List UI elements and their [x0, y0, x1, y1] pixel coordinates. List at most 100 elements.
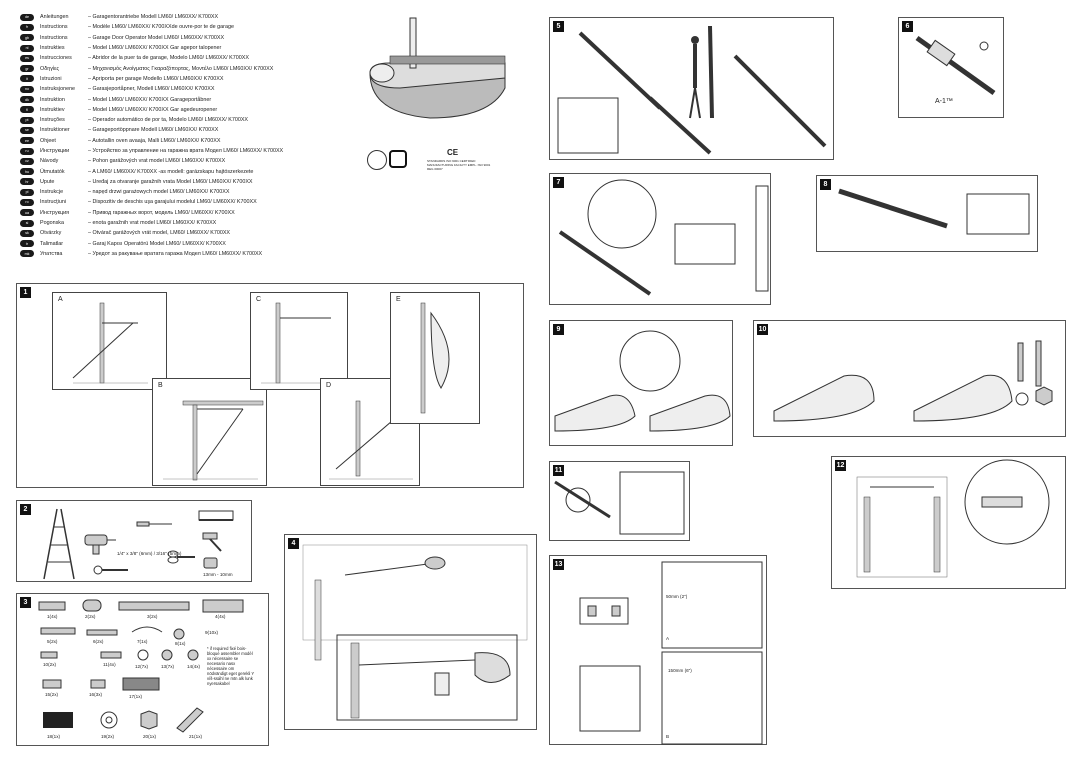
language-name: Instruktion — [40, 96, 65, 103]
flag-icon: fr — [20, 23, 34, 31]
language-name: Инструкции — [40, 148, 70, 154]
part-label: 21(1x) — [189, 734, 203, 739]
language-name: Instruktiev — [40, 106, 65, 113]
part-label: 6(2x) — [93, 639, 104, 644]
sub-label-b: B — [666, 734, 670, 739]
language-description: – Garaj Kapısı Operatörü Model LM60/ LM6… — [88, 240, 226, 247]
part-label: 15(2x) — [45, 692, 59, 697]
figure-number: 13 — [553, 559, 564, 570]
trolley-label: A-1™ — [935, 98, 953, 105]
language-description: – Model LM60/ LM60XX/ K700XX Gar agedeur… — [88, 106, 218, 113]
hacksaw-icon — [198, 510, 234, 521]
flag-icon: de — [20, 13, 34, 21]
language-name: Pogonska — [40, 220, 64, 227]
figure-1e: E — [390, 292, 480, 424]
flag-icon: gr — [20, 65, 34, 73]
flag-icon: gb — [20, 34, 34, 42]
door-brace-drawing — [163, 400, 264, 481]
sub-label: D — [326, 382, 332, 389]
figure-8-panel: 8 — [816, 175, 1038, 252]
door-brace-drawing — [72, 302, 148, 384]
flag-icon: hu — [20, 168, 34, 176]
flag-icon: sk — [20, 229, 34, 237]
pulley-drawing — [554, 471, 685, 535]
part-label: 20(1x) — [143, 734, 157, 739]
language-description: – Garage Door Operator Model LM60/ LM60X… — [88, 34, 225, 41]
figure-12-panel: 12 — [831, 456, 1066, 589]
language-description: – Dispozitiv de deschis uşa garajului mo… — [88, 199, 257, 206]
language-name: Инструкция — [40, 209, 70, 216]
language-description: – Garageportöppnare Modell LM60/ LM60XX/… — [88, 127, 219, 134]
part-label: 7(1x) — [137, 639, 148, 644]
figure-6-panel: 6 A-1™ — [898, 17, 1004, 118]
pliers-icon — [167, 550, 195, 564]
flag-icon: hr — [20, 178, 34, 186]
figure-number: 3 — [20, 597, 31, 608]
cert-text: STANDARDS ISO 9001 CERTIFIED MANUFACTURI… — [427, 159, 491, 171]
tool-note: 13mm - 10mm — [203, 572, 233, 577]
ce-mark: CE — [447, 148, 459, 157]
language-description: – Modèle LM60/ LM60XX/ K700XXde ouvre-po… — [88, 24, 234, 31]
part-label: 11(4x) — [103, 662, 116, 667]
trolley-drawing — [915, 35, 996, 96]
door-brace-drawing — [261, 302, 341, 384]
figure-3-parts-panel: 3 1(4x) 2(2x) 3(2x) 4(4x) 5(2x) 6(2x) 7(… — [16, 593, 269, 746]
hinge-detail-drawing — [420, 302, 450, 414]
figure-10-panel: 10 — [753, 320, 1066, 437]
dimension-label: 50mm (2") — [666, 594, 688, 599]
part-label: 18(1x) — [47, 734, 61, 739]
language-name: Instructions — [40, 34, 68, 41]
language-name: Instruktioner — [40, 127, 70, 134]
tape-measure-icon — [203, 557, 218, 569]
figure-number: 4 — [288, 538, 299, 549]
tool-note: 1/4" x 3/8" (6mm) / 3/16" (5mm) — [117, 551, 182, 556]
language-description: – napęd drzwi garażowych model LM60/ LM6… — [88, 189, 230, 196]
figure-number: 2 — [20, 504, 31, 515]
figure-13-panel: 13 A B 50mm (2") 150mm (6") — [549, 555, 767, 745]
figure-7-panel: 7 — [549, 173, 771, 305]
figure-number: 1 — [20, 287, 31, 298]
parts-drawings — [38, 599, 244, 733]
rail-to-motor-drawing — [554, 330, 731, 432]
language-description: – Uređaj za otvaranje garažnih vrata Mod… — [88, 178, 253, 185]
language-name: Talimatlar — [40, 240, 64, 247]
language-name: Ohjeet — [40, 137, 56, 144]
ladder-icon — [43, 508, 75, 580]
language-description: – Μηχανισμός Ανοίγματος Γκαραζόπορτας, Μ… — [88, 65, 274, 72]
figure-1c: C — [250, 292, 348, 390]
figure-1-panel: 1 A B C D E — [16, 283, 524, 488]
language-description: – A LM60/ LM60XX/ K700XX -as modell: gar… — [88, 168, 254, 175]
flag-icon: cz — [20, 157, 34, 165]
language-description: – Autotallin oven avaaja, Malli LM60/ LM… — [88, 137, 221, 144]
figure-1b: B — [152, 378, 267, 486]
part-label: 4(4x) — [215, 614, 226, 619]
sub-label: C — [256, 296, 262, 303]
language-row: gb Instructions – Garage Door Operator Mod… — [20, 33, 340, 43]
language-description: – Apriporta per garage Modello LM60/ LM6… — [88, 75, 224, 82]
figure-2-tools-panel: 2 1/4" x 3/8" (6mm) / 3/16" (5mm) 13mm -… — [16, 500, 252, 582]
flag-icon: pt — [20, 116, 34, 124]
hammer-icon — [202, 532, 222, 552]
language-description: – Garagentorantriebe Modell LM60/ LM60XX… — [88, 14, 219, 21]
figure-number: 5 — [553, 21, 564, 32]
part-label: 3(2x) — [147, 614, 158, 619]
language-description: – Уредот за ракување вратата гаража Моде… — [88, 250, 263, 257]
language-name: Упатства — [40, 250, 63, 257]
flag-icon: ru — [20, 147, 34, 155]
language-name: Upute — [40, 178, 55, 185]
